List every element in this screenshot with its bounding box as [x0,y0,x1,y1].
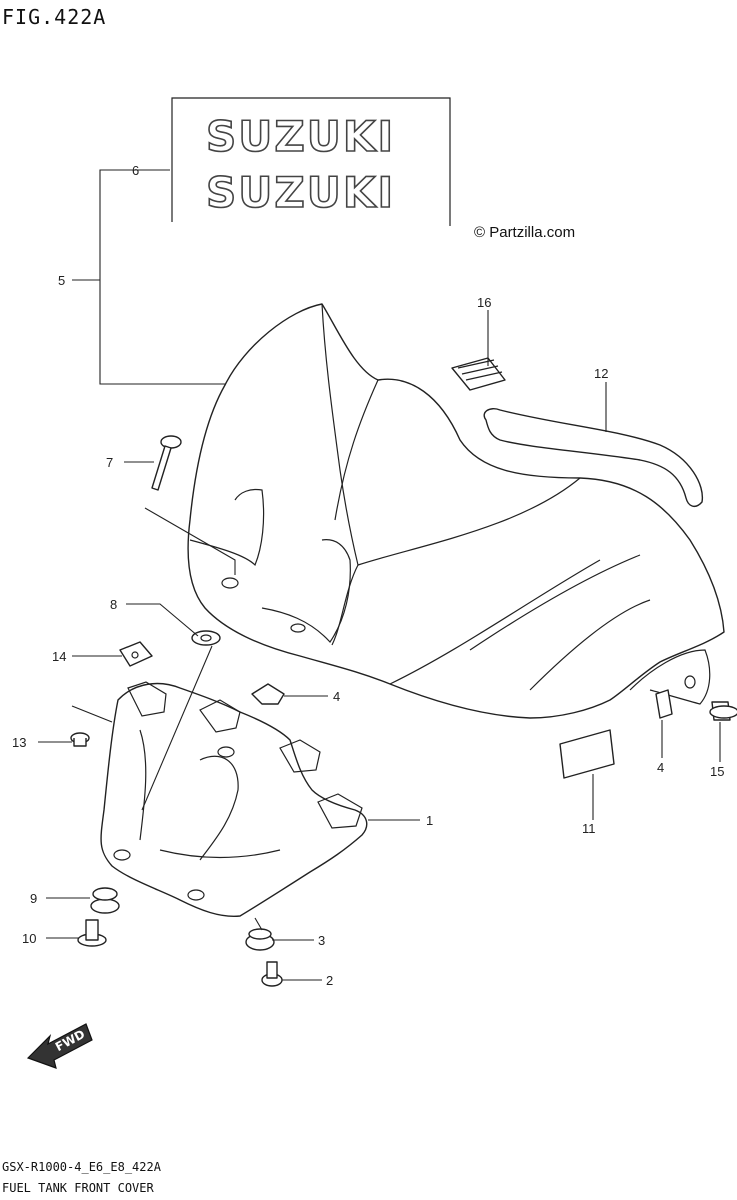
callout-3: 3 [318,933,325,948]
callout-14: 14 [52,649,66,664]
partzilla-watermark: © Partzilla.com [474,224,575,241]
pad-part-11 [559,729,615,779]
under-cover-part-1 [100,681,368,918]
washer-part-8 [191,630,221,646]
strip-part-12 [483,408,704,508]
leader-lines [38,169,721,981]
collar-part-10 [77,919,107,947]
figure-title: FIG.422A [2,5,106,29]
footer-code: GSX-R1000-4_E6_E8_422A [2,1160,162,1174]
pad-part-16 [451,357,506,391]
callout-12: 12 [594,366,608,381]
clip-part-4-right [655,689,673,719]
callout-4-right: 4 [657,760,664,775]
callout-13: 13 [12,735,26,750]
callout-7: 7 [106,455,113,470]
emblem-decal-group: SUZUKI SUZUKI [171,97,451,226]
forward-arrow-icon: FWD [26,1023,93,1069]
front-cover-part [187,303,725,719]
clip-part-4-upper [251,683,285,705]
screw-part-2 [261,961,283,987]
callout-5: 5 [58,273,65,288]
grommet-part-9 [90,887,120,914]
rivet-part-15 [709,701,737,721]
bolt-part-13 [70,732,90,747]
callout-9: 9 [30,891,37,906]
grommet-part-3 [245,928,275,951]
clip-part-14 [119,641,153,667]
suzuki-logo-top: SUZUKI [206,112,395,161]
callout-15: 15 [710,764,724,779]
callout-4-upper: 4 [333,689,340,704]
callout-16: 16 [477,295,491,310]
callout-1: 1 [426,813,433,828]
callout-11: 11 [582,821,596,836]
suzuki-logo-bottom: SUZUKI [206,168,395,217]
callout-8: 8 [110,597,117,612]
callout-6: 6 [132,163,139,178]
callout-2: 2 [326,973,333,988]
callout-10: 10 [22,931,36,946]
bolt-part-7 [151,435,182,491]
callout-labels: 1 2 3 4 4 5 6 7 8 9 10 11 12 13 14 15 16 [12,163,724,988]
footer-caption: FUEL TANK FRONT COVER [2,1181,154,1195]
